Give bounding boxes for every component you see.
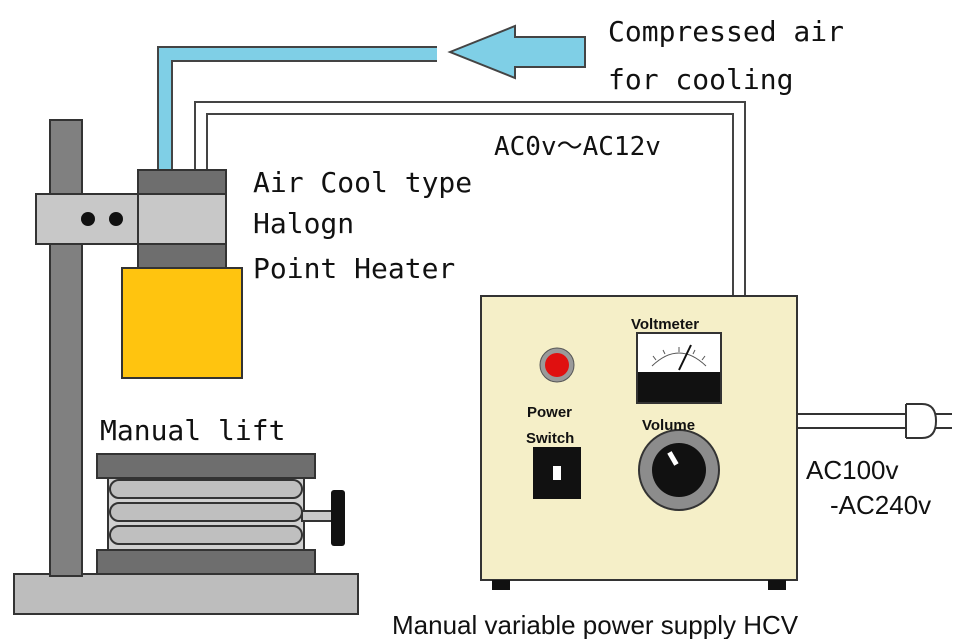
voltmeter-scale: [651, 352, 707, 367]
lift-screw: [301, 510, 335, 522]
air-tube-outline: [157, 46, 437, 175]
clamp-bolt-icon: [81, 212, 95, 226]
clamp-bolt-icon: [109, 212, 123, 226]
volume-knob[interactable]: [652, 443, 706, 497]
stand-base: [13, 573, 359, 615]
supply-foot: [768, 580, 786, 590]
compressed-air-label: Compressed air: [608, 15, 844, 48]
lift-spring: [109, 479, 303, 545]
ac-input-label: AC100v: [806, 455, 899, 485]
heater-cable: [194, 101, 746, 296]
lift-top-plate: [96, 453, 316, 479]
volume-label: Volume: [642, 417, 695, 434]
volume-knob-pointer: [667, 451, 679, 466]
supply-caption: Manual variable power supply HCV: [392, 610, 799, 639]
air-tube: [159, 48, 437, 175]
heater-collar: [137, 193, 227, 245]
heater-body: [121, 267, 243, 379]
voltage-range-label: AC0v～AC12v: [494, 132, 661, 162]
heater-label: Air Cool type: [253, 166, 472, 199]
voltmeter-lower: [638, 372, 720, 402]
manual-lift-label: Manual lift: [100, 414, 285, 447]
voltmeter-needle: [678, 344, 692, 371]
lift-knob-icon: [331, 490, 345, 546]
heater-cable: [206, 113, 734, 296]
compressed-air-label: for cooling: [608, 63, 793, 96]
supply-foot: [492, 580, 510, 590]
voltmeter-ticks: [652, 347, 706, 361]
voltmeter-label: Voltmeter: [631, 316, 699, 333]
heater-label: Halogn: [253, 207, 354, 240]
air-flow-arrow-icon: [447, 24, 586, 80]
heater-neck: [137, 243, 227, 269]
power-switch-label: Power: [527, 404, 572, 421]
heater-top-cap: [137, 169, 227, 197]
power-switch-toggle: [553, 466, 561, 480]
power-switch-label: Switch: [526, 430, 574, 447]
ac-input-label: -AC240v: [830, 490, 931, 520]
lift-bottom-plate: [96, 549, 316, 575]
stand-pole: [49, 119, 83, 577]
power-lamp-light: [545, 353, 569, 377]
plug-icon: [905, 403, 938, 439]
heater-label: Point Heater: [253, 252, 455, 285]
